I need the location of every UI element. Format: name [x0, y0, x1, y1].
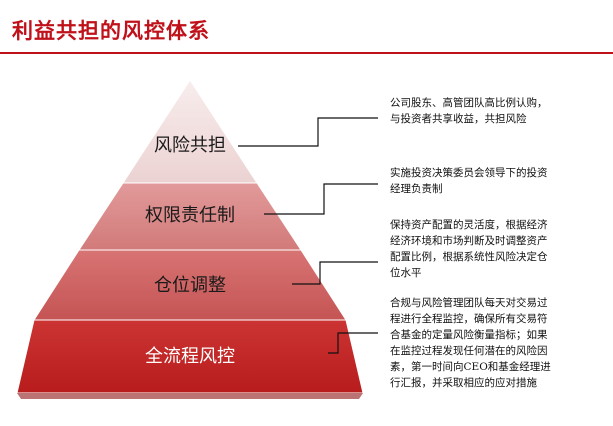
connector-line-3: [292, 261, 378, 285]
description-line: 配置比例，根据系统性风险决定仓: [390, 251, 548, 263]
tier-risk-sharing: [122, 79, 258, 184]
connector-line-2: [264, 183, 378, 215]
tier-label-3: 仓位调整: [154, 275, 226, 296]
tier-label-1: 风险共担: [154, 135, 226, 156]
tier-4-description: 合规与风险管理团队每天对交易过 程进行全程监控，确保所有交易符 合基金的定量风险…: [390, 295, 605, 391]
title-underline: [0, 52, 613, 54]
description-line: 经理负责制: [390, 183, 443, 195]
tier-2-description: 实施投资决策委员会领导下的投资 经理负责制: [390, 165, 590, 197]
description-line: 合基金的定量风险衡量指标；如果: [390, 329, 548, 341]
description-line: 位水平: [390, 267, 422, 279]
description-line: 公司股东、高管团队高比例认购，: [390, 97, 548, 109]
connector-line-1: [238, 117, 378, 147]
connector-line-4: [328, 332, 378, 354]
tier-label-4: 全流程风控: [145, 346, 235, 367]
tier-1-description: 公司股东、高管团队高比例认购， 与投资者共享收益，共担风险: [390, 95, 590, 127]
page-title: 利益共担的风控体系: [12, 18, 210, 43]
description-line: 在监控过程发现任何潜在的风险因: [390, 345, 548, 357]
description-line: 行汇报，并采取相应的应对措施: [390, 377, 537, 389]
description-line: 经济环境和市场判断及时调整资产: [390, 235, 548, 247]
description-line: 合规与风险管理团队每天对交易过: [390, 297, 548, 309]
description-line: 程进行全程监控，确保所有交易符: [390, 313, 548, 325]
description-line: 实施投资决策委员会领导下的投资: [390, 167, 548, 179]
tier-3-description: 保持资产配置的灵活度，根据经济 经济环境和市场判断及时调整资产 配置比例，根据系…: [390, 217, 605, 281]
description-line: 素，第一时间向CEO和基金经理进: [390, 361, 551, 373]
description-line: 与投资者共享收益，共担风险: [390, 113, 527, 125]
description-line: 保持资产配置的灵活度，根据经济: [390, 219, 548, 231]
pyramid-base-shadow: [17, 393, 363, 399]
tier-label-2: 权限责任制: [145, 205, 235, 226]
